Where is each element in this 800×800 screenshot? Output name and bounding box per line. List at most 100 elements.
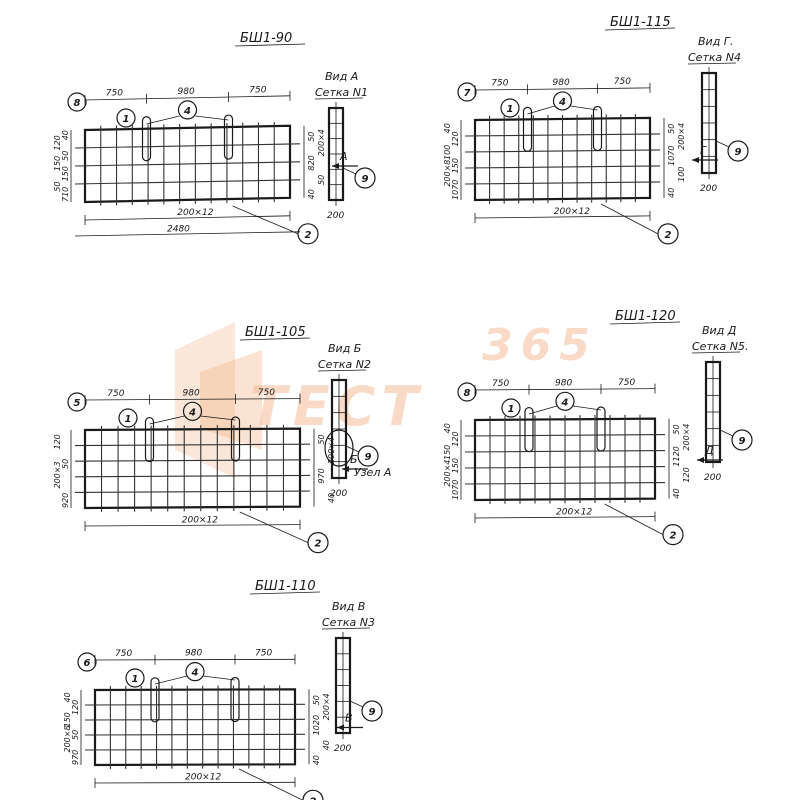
marker-node-circle [731, 429, 753, 451]
dim-bottom: 200×12 [556, 507, 592, 517]
dim-left-3: 150 [53, 156, 62, 171]
marker-bar-label: 1 [123, 114, 130, 125]
title-underline [234, 43, 306, 47]
mesh-label: Сетка N3 [322, 616, 375, 629]
horizontal-bar [464, 149, 661, 153]
lifting-loop [144, 416, 155, 463]
panel-title: БШ1-105 [245, 325, 306, 340]
horizontal-bar [74, 143, 301, 149]
marker-mesh-label: 2 [305, 230, 312, 241]
dim-left-5: 40 [443, 123, 452, 133]
dim-top-1: 980 [553, 78, 570, 88]
horizontal-bar [74, 443, 311, 447]
dim-bottom: 200×12 [185, 773, 221, 783]
frame-mark-circle [67, 392, 87, 412]
view-title: Вид Г. [698, 35, 733, 48]
marker-node-label: 9 [735, 147, 742, 158]
view-width: 200 [704, 473, 721, 483]
horizontal-bar [74, 474, 311, 478]
marker-mesh-label: 2 [670, 531, 677, 542]
dim-line-bottom [84, 215, 291, 221]
leader-loop-b [570, 105, 598, 111]
dim-right-1: 200×4 [682, 424, 691, 451]
marker-bar-circle [116, 108, 136, 128]
section-arrow-head [692, 157, 699, 163]
dim-left-1: 50 [53, 182, 62, 192]
frame-mark-label: 6 [84, 658, 91, 669]
marker-bar-label: 1 [508, 404, 515, 415]
horizontal-bar [464, 133, 661, 137]
title-underline [249, 591, 321, 595]
dim-bottom: 200×12 [182, 515, 218, 525]
mesh-label: Сетка N5. [692, 340, 748, 353]
dim-left-1: 200×4 [443, 460, 452, 487]
view-width: 200 [700, 184, 717, 194]
dim-right-4: 40 [667, 188, 676, 198]
dim-top-1: 980 [555, 378, 572, 388]
mesh-label: Сетка N1 [315, 86, 368, 99]
marker-mesh-label: 2 [665, 230, 672, 241]
dim-line-top [84, 398, 301, 401]
marker-bar-circle [125, 668, 145, 688]
dim-bottom: 200×12 [177, 208, 213, 218]
dim-right-0: 50 [672, 424, 681, 434]
mesh-label-underline [691, 351, 741, 354]
section-arrow-head [337, 724, 344, 731]
watermark-logo-mid [200, 350, 262, 450]
mesh-grid [74, 122, 301, 206]
dim-left-6: 40 [61, 130, 70, 140]
dim-left-4: 120 [451, 131, 460, 146]
watermark-digits: 365 [482, 320, 598, 371]
mesh-label-underline [321, 627, 371, 630]
leader-loop-a [149, 415, 185, 425]
leader-mesh [238, 768, 304, 800]
dim-right-3: 40 [327, 493, 336, 503]
watermark-logo-left [175, 322, 235, 478]
panel-title: БШ1-120 [615, 309, 676, 324]
dim-top-2: 750 [258, 388, 275, 398]
dim-line-top [474, 388, 656, 391]
dim-left-3: 150 [443, 445, 452, 460]
horizontal-bar [84, 748, 306, 751]
frame-mark-label: 8 [464, 388, 471, 399]
leader-loop-b [572, 405, 602, 411]
dim-line-overall [74, 231, 301, 237]
lifting-loop [223, 114, 234, 160]
leader-node [349, 700, 364, 708]
marker-mesh-label: 2 [310, 796, 317, 800]
marker-loops-circle [555, 391, 575, 411]
dim-left-4: 120 [451, 431, 460, 446]
leader-node [715, 140, 730, 148]
horizontal-bar [74, 490, 311, 493]
leader-loop-b [200, 415, 236, 421]
marker-loops-label: 4 [558, 97, 566, 108]
leader-loop-a [146, 115, 180, 125]
dim-line-top [474, 87, 651, 91]
view-title: Вид Б [328, 342, 361, 355]
frame-mark-circle [67, 92, 87, 112]
dim-line-bottom [474, 516, 656, 519]
dim-line-top [94, 658, 296, 661]
dim-right-0: 50 [307, 132, 316, 142]
marker-bar-label: 1 [132, 674, 139, 685]
dim-top-0: 750 [106, 88, 123, 98]
horizontal-bar [74, 179, 301, 185]
horizontal-bar [464, 466, 666, 469]
lifting-loop [524, 406, 534, 453]
leader-mesh [232, 205, 299, 235]
section-arrow-head [332, 163, 339, 169]
leader-node [342, 167, 357, 175]
mesh-grid [74, 424, 311, 512]
dim-left-2: 150 [451, 458, 460, 473]
dim-right-0: 50 [667, 124, 676, 134]
marker-bar-circle [501, 398, 521, 418]
mesh-label-underline [317, 369, 367, 372]
node-label: Узел А [354, 466, 391, 479]
view-title: Вид А [325, 70, 358, 83]
section-letter: Г [700, 144, 707, 157]
horizontal-bar [84, 733, 306, 736]
